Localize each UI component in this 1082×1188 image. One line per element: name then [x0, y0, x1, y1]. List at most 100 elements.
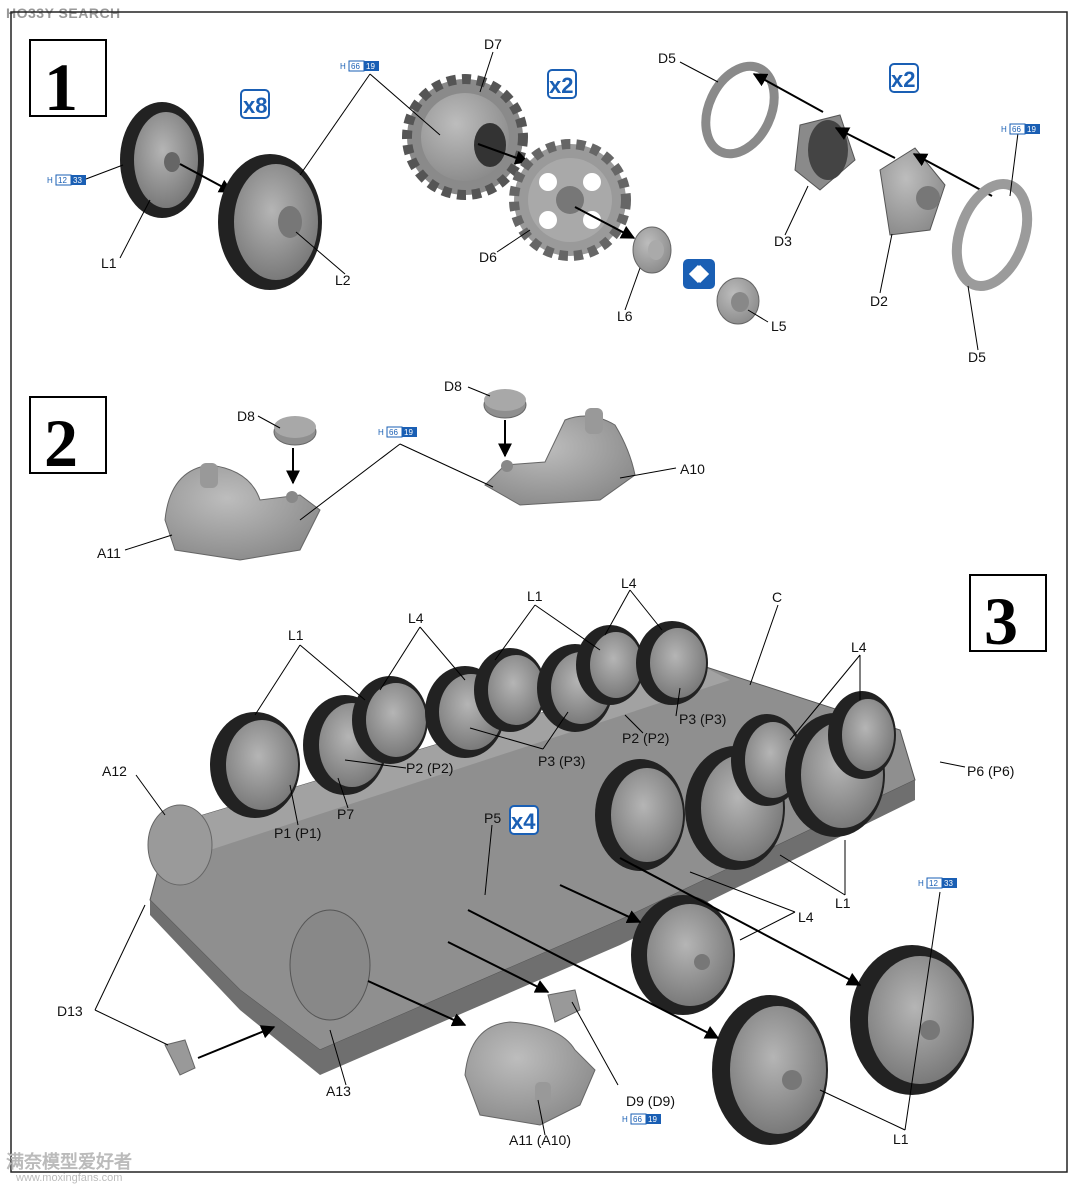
- watermark-bottom-url: www.moxingfans.com: [16, 1172, 123, 1184]
- page-frame: [10, 11, 1068, 1173]
- ref-tag-h6619-step2: H 66 19: [378, 426, 417, 438]
- bracket-a11-loose-part: [464, 1021, 596, 1126]
- label-l4-back-a: L4: [408, 610, 424, 626]
- label-p1: P1 (P1): [274, 825, 321, 841]
- multiplier-x8: x8: [240, 89, 270, 119]
- svg-text:19: 19: [648, 1115, 657, 1124]
- label-d5-bottom: D5: [968, 349, 986, 365]
- label-a11-a10: A11 (A10): [509, 1132, 571, 1148]
- ref-tag-h6619-ring: H 66 19: [1001, 123, 1040, 135]
- sprocket-d7-part: [402, 74, 528, 200]
- label-p3-a: P3 (P3): [679, 711, 726, 727]
- cap-l6-part: [632, 226, 672, 274]
- hub-d3-part: [794, 114, 856, 191]
- label-l5: L5: [771, 318, 787, 334]
- label-a12: A12: [102, 763, 127, 779]
- svg-text:19: 19: [1027, 125, 1036, 134]
- ref-tag-h1233: H 12 33: [47, 174, 86, 186]
- wheel-row-front: [595, 691, 896, 871]
- svg-text:H: H: [622, 1115, 628, 1124]
- step-3-box: [969, 574, 1047, 652]
- label-d7: D7: [484, 36, 502, 52]
- svg-text:19: 19: [366, 62, 375, 71]
- multiplier-x2-idler: x2: [889, 63, 919, 93]
- wheel-l1-loose-right: [850, 945, 974, 1095]
- cap-d8-right-part: [483, 389, 527, 419]
- label-d6: D6: [479, 249, 497, 265]
- svg-text:33: 33: [944, 879, 953, 888]
- step-2-number: 2: [44, 405, 78, 481]
- ref-tag-h6619-step3: H 66 19: [622, 1113, 661, 1125]
- step-2: 2: [29, 378, 705, 561]
- label-a11: A11: [97, 545, 121, 561]
- label-d3: D3: [774, 233, 792, 249]
- ref-tag-h6619: H 66 19: [340, 60, 379, 72]
- svg-text:66: 66: [389, 428, 398, 437]
- sprocket-d6-part: [509, 139, 631, 261]
- svg-text:x4: x4: [511, 809, 536, 834]
- label-l1: L1: [101, 255, 117, 271]
- label-d5-top: D5: [658, 50, 676, 66]
- step-2-box: [29, 396, 107, 474]
- svg-text:H: H: [378, 428, 384, 437]
- svg-text:12: 12: [58, 176, 67, 185]
- label-l1-loose: L1: [893, 1131, 909, 1147]
- label-l2: L2: [335, 272, 351, 288]
- label-a13: A13: [326, 1083, 351, 1099]
- step-1: 1: [29, 36, 1040, 365]
- cap-l5-part: [716, 277, 760, 325]
- label-l1-back-b: L1: [527, 588, 543, 604]
- cap-d8-left-part: [273, 416, 317, 446]
- label-d2: D2: [870, 293, 888, 309]
- label-p2-b: P2 (P2): [406, 760, 453, 776]
- label-l4-loose: L4: [798, 909, 814, 925]
- svg-text:x8: x8: [243, 93, 267, 118]
- svg-text:33: 33: [73, 176, 82, 185]
- label-l1-back-a: L1: [288, 627, 304, 643]
- label-l6: L6: [617, 308, 633, 324]
- label-p3-b: P3 (P3): [538, 753, 585, 769]
- wheel-l2-part: [218, 154, 322, 290]
- ring-d5-top-part: [701, 61, 779, 159]
- label-p6: P6 (P6): [967, 763, 1014, 779]
- multiplier-x4: x4: [509, 805, 539, 835]
- cap-d9-part: [547, 989, 581, 1023]
- swap-alternative-icon: [683, 259, 715, 289]
- svg-text:H: H: [918, 879, 924, 888]
- label-d13: D13: [57, 1003, 83, 1019]
- watermark-top: HO33Y SEARCH: [6, 5, 121, 21]
- label-a10: A10: [680, 461, 705, 477]
- wheel-l1-part: [120, 102, 204, 218]
- ring-d5-bottom-part: [951, 179, 1033, 291]
- svg-text:66: 66: [1012, 125, 1021, 134]
- svg-text:12: 12: [929, 879, 938, 888]
- watermark-bottom-cn: 满奈模型爱好者: [6, 1152, 132, 1173]
- wheel-row-back: [210, 621, 708, 818]
- bracket-a10-part: [484, 408, 636, 506]
- wheel-l1-loose-bottom: [712, 995, 828, 1145]
- lever-d13-part: [164, 1039, 196, 1076]
- svg-text:66: 66: [351, 62, 360, 71]
- svg-text:H: H: [1001, 125, 1007, 134]
- label-d8-left: D8: [237, 408, 255, 424]
- svg-text:x2: x2: [891, 67, 915, 92]
- bracket-a12-part: [147, 804, 213, 886]
- label-l4-front: L4: [851, 639, 867, 655]
- svg-text:H: H: [340, 62, 346, 71]
- label-d8-right: D8: [444, 378, 462, 394]
- label-p7: P7: [337, 806, 354, 822]
- svg-text:H: H: [47, 176, 53, 185]
- step-1-box: [29, 39, 107, 117]
- label-l1-front: L1: [835, 895, 851, 911]
- label-p2-a: P2 (P2): [622, 730, 669, 746]
- multiplier-x2-sprocket: x2: [547, 69, 577, 99]
- label-d9: D9 (D9): [626, 1093, 675, 1109]
- wheel-l4-loose: [631, 895, 735, 1015]
- label-c: C: [772, 589, 782, 605]
- bracket-a13-part: [289, 909, 371, 1021]
- svg-text:66: 66: [633, 1115, 642, 1124]
- svg-text:x2: x2: [549, 73, 573, 98]
- step-1-number: 1: [44, 49, 78, 125]
- ref-tag-h1233-step3: H 12 33: [918, 877, 957, 889]
